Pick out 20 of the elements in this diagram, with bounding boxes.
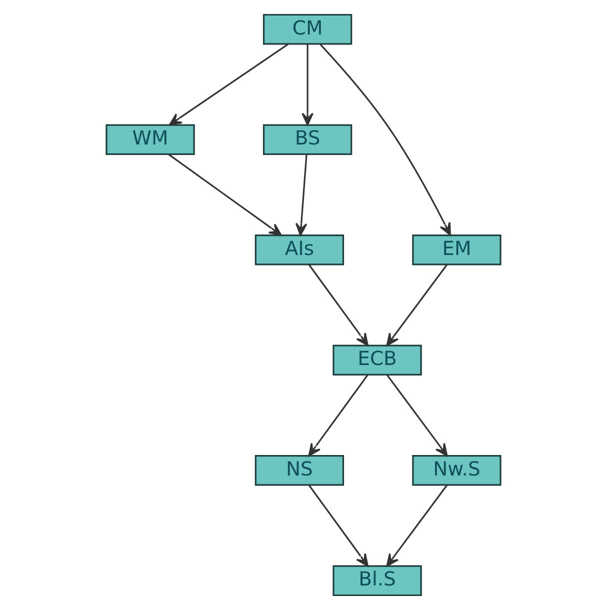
node-box: NS	[254, 455, 344, 486]
node-box: Nw.S	[412, 455, 501, 486]
arrow	[301, 44, 313, 126]
node-box: CM	[262, 14, 352, 45]
node-box: WM	[105, 124, 194, 155]
arrow	[386, 484, 448, 567]
arrow	[386, 374, 448, 456]
arrow	[294, 154, 307, 236]
node-box: AIs	[254, 234, 344, 266]
node-box: ECB	[332, 344, 422, 376]
arrow	[319, 44, 450, 236]
arrow	[168, 154, 282, 236]
arrow	[168, 43, 288, 126]
arrow	[308, 484, 368, 567]
node-box: BS	[262, 124, 352, 155]
arrow	[308, 374, 368, 456]
arrow	[308, 264, 368, 346]
node-box: EM	[412, 234, 501, 266]
node-box: Bl.S	[332, 565, 422, 596]
arrow	[386, 264, 448, 346]
